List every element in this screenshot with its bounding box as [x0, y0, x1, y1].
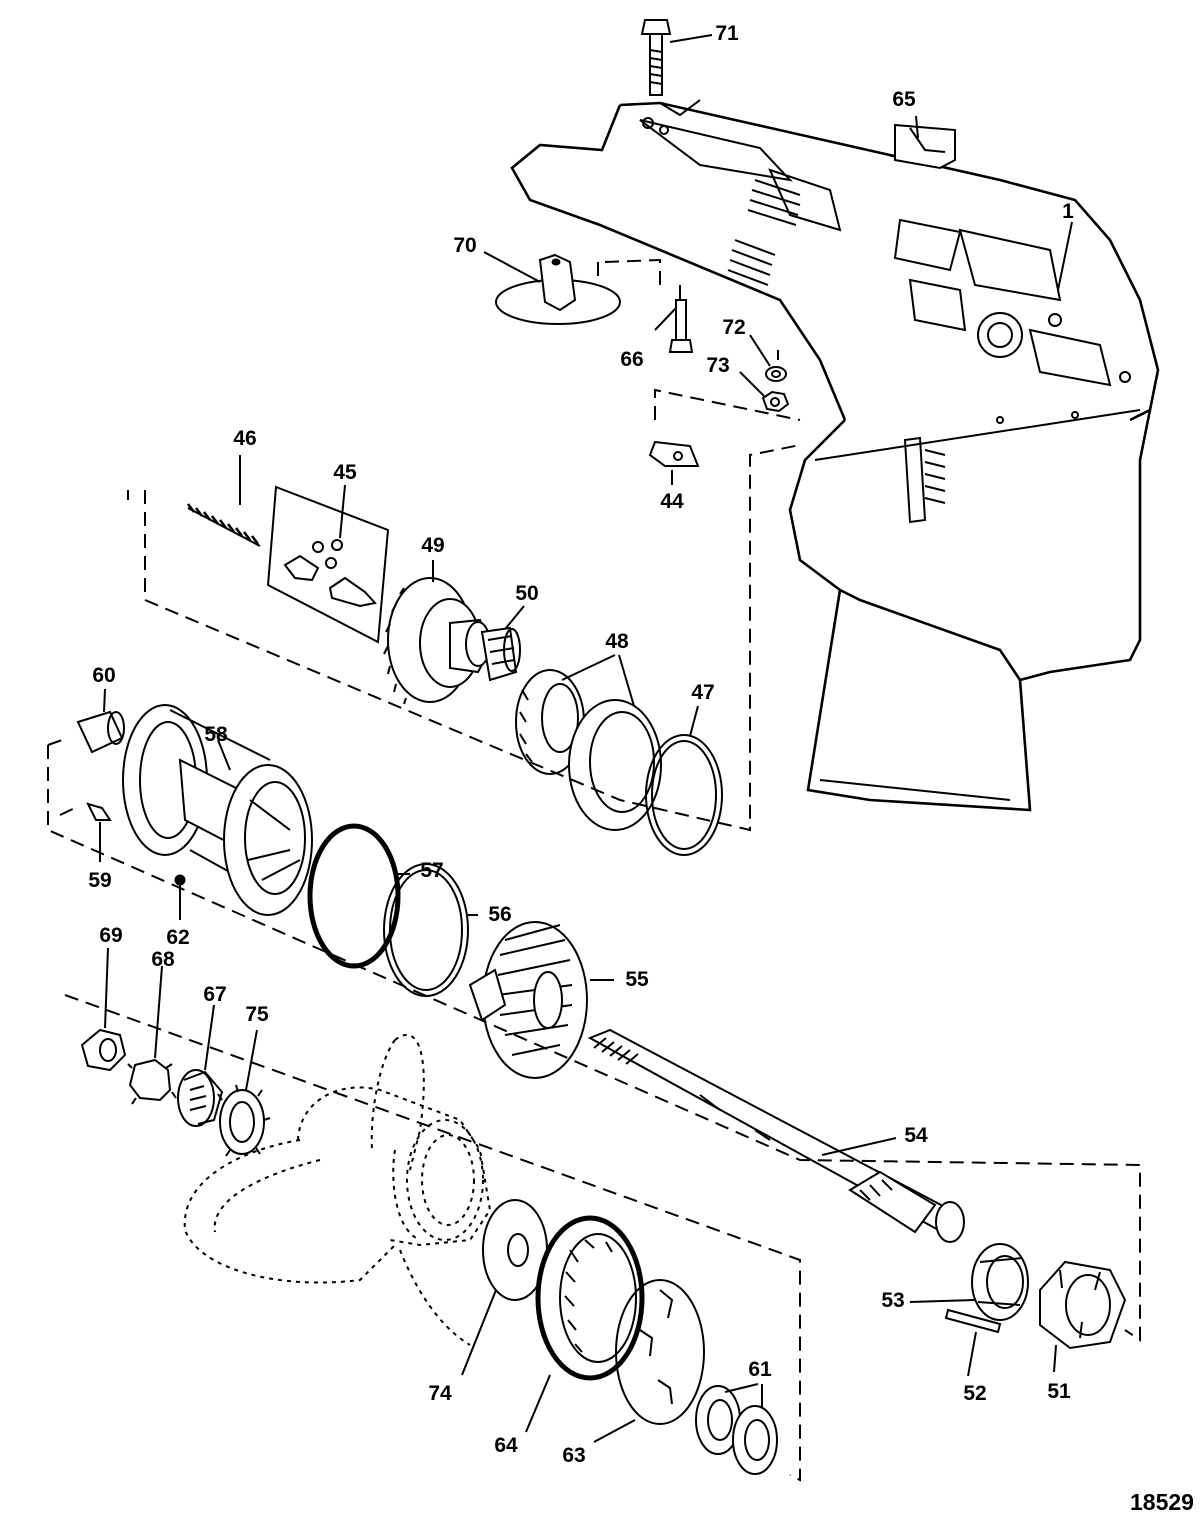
callout-70: 70 [453, 234, 476, 257]
callout-47: 47 [691, 681, 714, 704]
callout-44: 44 [660, 490, 684, 513]
callout-50: 50 [515, 582, 538, 605]
part-55-reverse-gear [468, 921, 588, 1079]
callout-49: 49 [421, 534, 444, 557]
callout-55: 55 [625, 968, 649, 991]
part-58-bearing-carrier [122, 704, 313, 916]
callout-46: 46 [233, 427, 256, 450]
callout-53: 53 [881, 1289, 904, 1312]
figure-number: 18529 [1130, 1489, 1194, 1515]
part-65-clip [894, 123, 956, 170]
part-51-bearing-carrier-nut [1039, 1260, 1127, 1350]
part-gear-housing [510, 99, 1160, 812]
part-44-anode [648, 440, 700, 467]
part-propeller [183, 1033, 492, 1346]
part-63-tab-washer [615, 1279, 705, 1425]
callout-48: 48 [605, 630, 629, 653]
callout-67: 67 [203, 983, 226, 1006]
part-56-shim [383, 863, 469, 997]
part-49-forward-gear [383, 577, 492, 705]
part-66-bolt [668, 299, 694, 353]
callout-64: 64 [494, 1434, 518, 1457]
callout-66: 66 [620, 348, 643, 371]
part-60-needle-bearing [76, 710, 125, 754]
part-75-tab-washer [217, 1084, 271, 1157]
part-59-grease-fitting [86, 802, 112, 821]
callout-72: 72 [722, 316, 745, 339]
part-57-o-ring [307, 823, 401, 969]
part-69-prop-nut [80, 1028, 127, 1072]
part-47-shim [645, 734, 723, 856]
callout-60: 60 [92, 664, 115, 687]
part-73-nut [761, 390, 790, 413]
part-54-propeller-shaft [587, 1028, 965, 1243]
part-45-kit-card [266, 485, 390, 644]
part-50-needle-bearing [480, 626, 521, 682]
callout-75: 75 [245, 1003, 269, 1026]
callout-labels: 1444546474849505152535455565758596061626… [88, 22, 1074, 1467]
callout-45: 45 [333, 461, 357, 484]
callout-52: 52 [963, 1382, 986, 1405]
callout-69: 69 [99, 924, 122, 947]
callout-73: 73 [706, 354, 729, 377]
callout-56: 56 [488, 903, 511, 926]
part-64-bearing-race [535, 1215, 645, 1381]
callout-57: 57 [420, 859, 443, 882]
part-48-tapered-bearing [515, 669, 662, 831]
part-52-pin [944, 1308, 1002, 1334]
part-67-spline-adapter [177, 1069, 224, 1127]
part-53-thrust-hub [971, 1243, 1029, 1321]
callout-54: 54 [904, 1124, 928, 1147]
callout-61: 61 [748, 1358, 772, 1381]
callout-59: 59 [88, 869, 111, 892]
part-70-trim-tab [495, 253, 621, 325]
part-74-thrust-washer [482, 1199, 548, 1301]
callout-51: 51 [1047, 1380, 1071, 1403]
part-62-plug [174, 874, 186, 886]
callout-1: 1 [1062, 200, 1074, 223]
callout-63: 63 [562, 1444, 585, 1467]
part-61-seals [695, 1385, 778, 1475]
leader-lines [99, 34, 1073, 1443]
part-68-tab-washer [127, 1058, 177, 1105]
part-46-spring [186, 503, 261, 547]
callout-68: 68 [151, 948, 175, 971]
callout-62: 62 [166, 926, 189, 949]
callout-74: 74 [428, 1382, 452, 1405]
part-72-washer [765, 366, 787, 382]
callout-58: 58 [204, 723, 228, 746]
callout-65: 65 [892, 88, 916, 111]
assembly-dashed-lines [47, 258, 1141, 1482]
part-71-bolt [640, 19, 672, 96]
callout-71: 71 [715, 22, 739, 45]
